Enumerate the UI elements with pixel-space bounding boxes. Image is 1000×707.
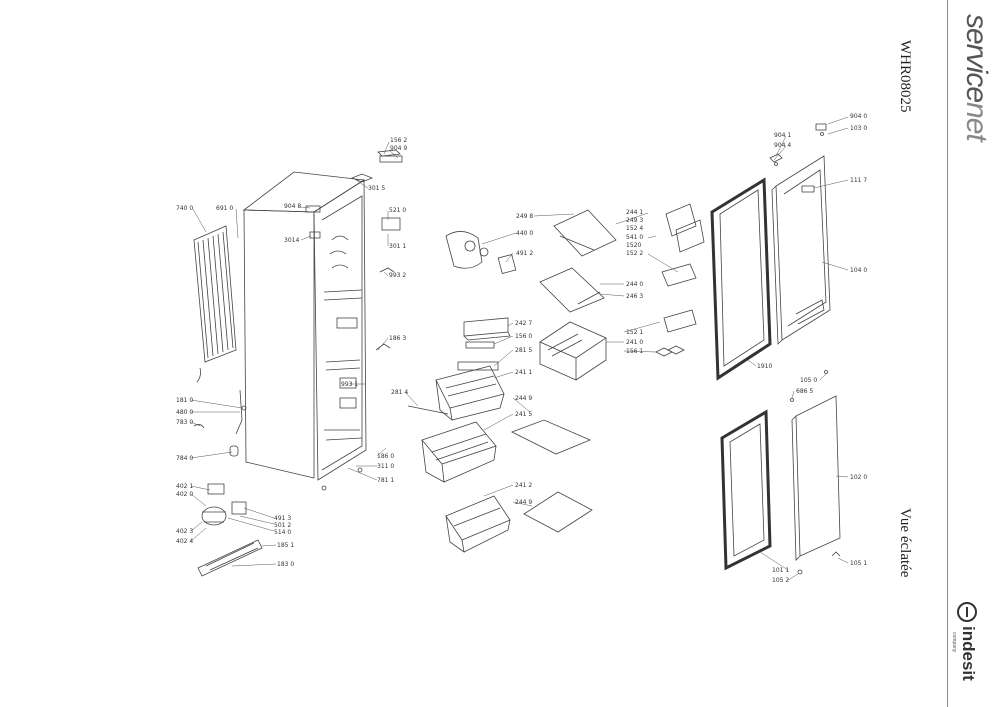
label-402-1: 402 1 [176,483,193,490]
servicenet-logo-net: net [960,102,993,141]
label-491-2: 491 2 [516,250,533,257]
fridge-door-panel [771,155,831,345]
label-244-9: 244 9 [515,395,532,402]
label-993-2: 993 2 [389,272,406,279]
label-402-0: 402 0 [176,491,193,498]
label-904-1: 904 1 [774,132,791,139]
label-514-0: 514 0 [274,529,291,536]
label-156-0: 156 0 [515,333,532,340]
label-541-0: 541 0 [626,234,643,241]
label-241-5: 241 5 [515,411,532,418]
top-hinge-parts [305,149,403,239]
indesit-logo-icon [957,602,977,622]
label-440-0: 440 0 [516,230,533,237]
leader-lines [190,116,849,581]
servicenet-logo-service: service [960,14,993,103]
label-156-1: 156 1 [626,348,643,355]
glass-shelves [511,209,617,533]
label-784-0: 784 0 [176,455,193,462]
indesit-logo-subtext: company [951,632,957,653]
label-244-1: 244 1 [626,209,643,216]
label-501-2: 501 2 [274,522,291,529]
label-152-1: 152 1 [626,329,643,336]
label-281-4: 281 4 [391,389,408,396]
label-111-7: 111 7 [850,177,867,184]
label-521-0: 521 0 [389,207,406,214]
label-105-0: 105 0 [800,377,817,384]
label-104-0: 104 0 [850,267,867,274]
label-402-3: 402 3 [176,528,193,535]
label-105-2: 105 2 [772,577,789,584]
servicenet-logo: servicenet [953,14,993,174]
label-1910: 1910 [757,363,772,370]
brand-sidebar [948,0,1000,707]
sidebar-divider [947,0,948,707]
freezer-door-panel [791,395,841,561]
label-242-7: 242 7 [515,320,532,327]
freezer-door-gasket [720,409,772,571]
label-281-5: 281 5 [515,347,532,354]
label-152-4: 152 4 [626,225,643,232]
label-183-0: 183 0 [277,561,294,568]
label-993-1: 993 1 [341,381,358,388]
label-904-8: 904 8 [284,203,301,210]
compressor-group [193,389,263,577]
freezer-drawer-upper [407,361,505,421]
label-491-3: 491 3 [274,515,291,522]
label-181-0: 181 0 [176,397,193,404]
label-301-5: 301 5 [368,185,385,192]
label-156-2: 156 2 [390,137,407,144]
label-781-1: 781 1 [377,477,394,484]
hinge-parts [769,123,841,575]
label-102-0: 102 0 [850,474,867,481]
label-241-1: 241 1 [515,369,532,376]
indesit-logo-text: indesit [959,626,978,681]
label-686-5: 686 5 [796,388,813,395]
freezer-drawer-lower [445,495,511,553]
label-241-0: 241 0 [626,339,643,346]
label-186-0: 186 0 [377,453,394,460]
label-152-2: 152 2 [626,250,643,257]
label-480-0: 480 0 [176,409,193,416]
label-105-1: 105 1 [850,560,867,567]
label-246-3: 246 3 [626,293,643,300]
label-783-0: 783 0 [176,419,193,426]
label-103-0: 103 0 [850,125,867,132]
label-186-3: 186 3 [389,335,406,342]
label-244-9-lower: 244 9 [515,499,532,506]
fridge-door-gasket [710,177,772,381]
egg-tray [463,317,511,349]
label-904-9: 904 9 [390,145,407,152]
model-number: WHR08025 [897,40,913,113]
refrigerator-cabinet [242,171,367,491]
label-249-3: 249 3 [626,217,643,224]
label-249-8: 249 8 [516,213,533,220]
label-3014: 3014 [284,237,299,244]
label-691-0: 691 0 [216,205,233,212]
label-301-1: 301 1 [389,243,406,250]
crisper-drawer [539,321,607,381]
label-241-2: 241 2 [515,482,532,489]
condenser-coil [193,225,237,383]
door-balconies [655,203,705,357]
label-185-1: 185 1 [277,542,294,549]
label-740-0: 740 0 [176,205,193,212]
part-labels: 740 0 691 0 904 8 3014 156 2 904 9 301 5… [176,113,867,584]
label-904-4: 904 4 [774,142,791,149]
label-101-1: 101 1 [772,567,789,574]
freezer-drawer-middle [421,421,497,483]
label-904-0: 904 0 [850,113,867,120]
label-402-4: 402 4 [176,538,193,545]
label-311-0: 311 0 [377,463,394,470]
label-244-0: 244 0 [626,281,643,288]
thermostat-housing [375,217,517,351]
view-title: Vue éclatée [897,508,913,578]
label-1520: 1520 [626,242,641,249]
